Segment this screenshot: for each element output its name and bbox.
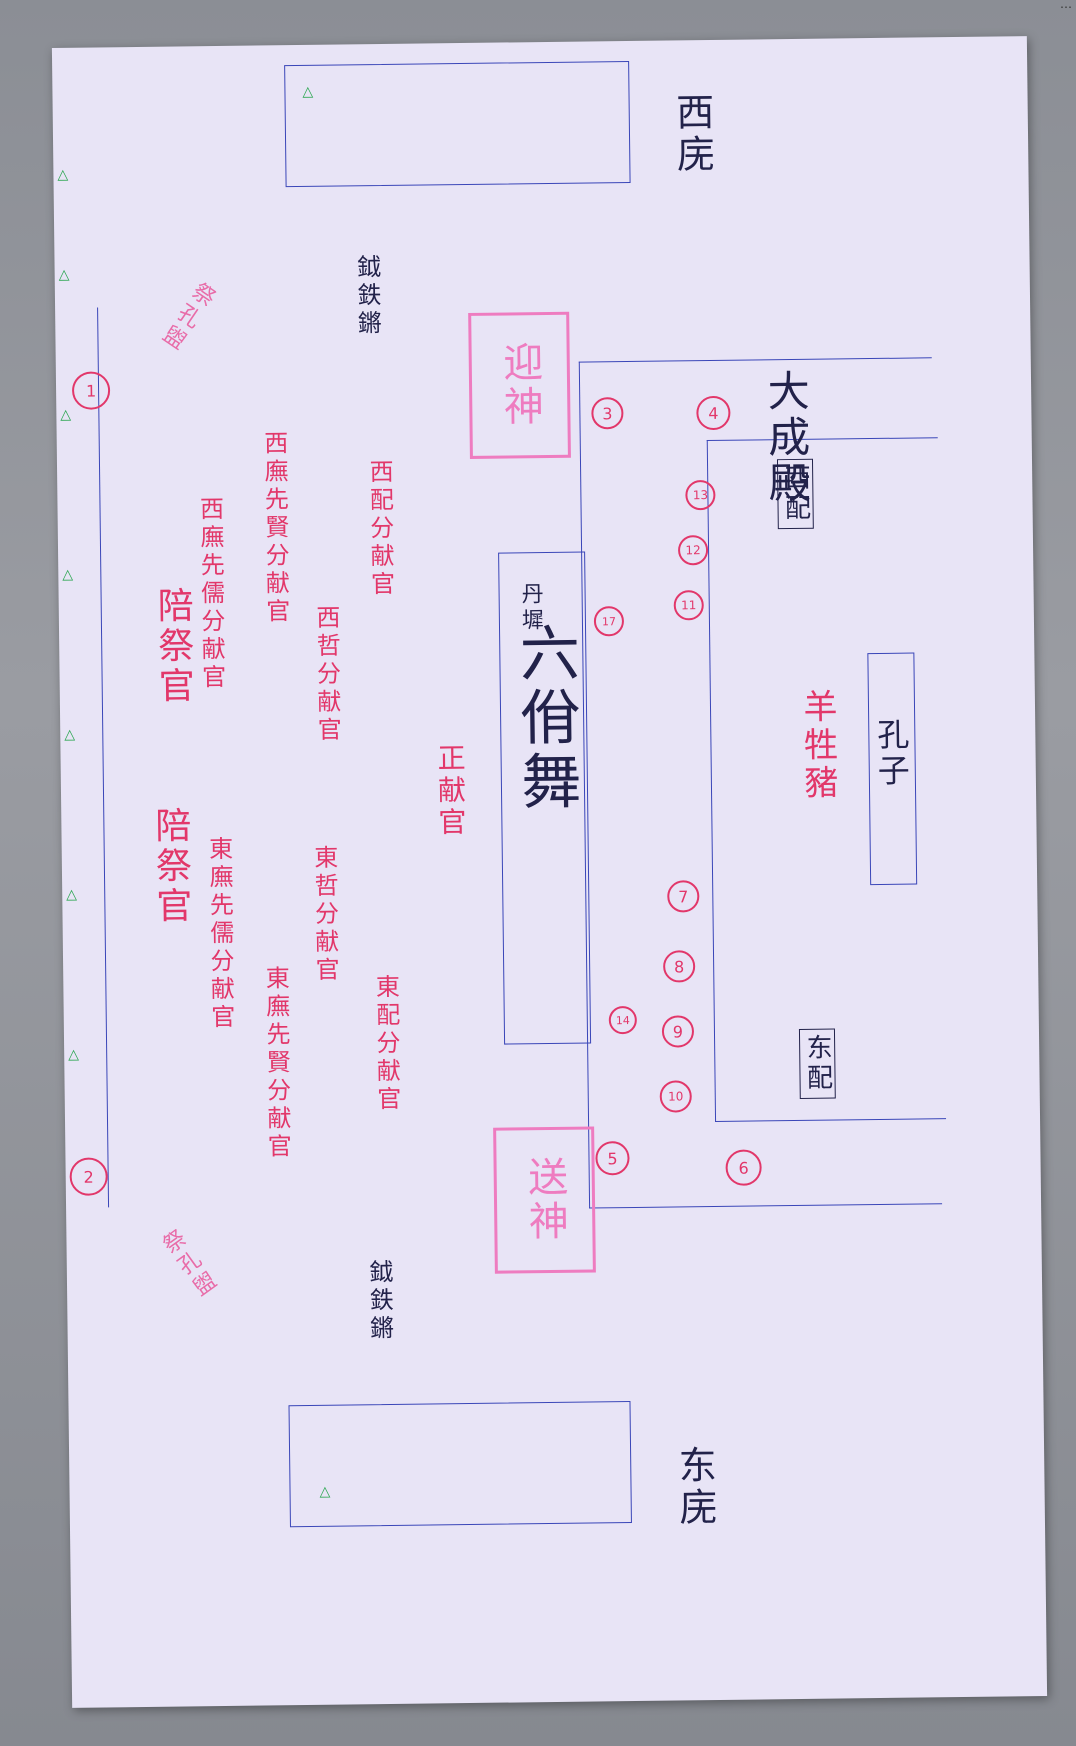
east-zhe-official: 東哲分献官 xyxy=(309,844,340,985)
east-jiguan: 陪祭官 xyxy=(149,806,192,927)
west-pei-label: 西配 xyxy=(776,458,814,530)
circle-9: 9 xyxy=(661,1015,695,1048)
east-corridor-box xyxy=(288,1401,632,1528)
circle-7: 7 xyxy=(667,880,700,913)
bells-top: 鉞鉄鏘 xyxy=(352,254,382,339)
triangle-marker: △ xyxy=(319,1483,331,1500)
guest-label-top: 祭孔盥 xyxy=(154,276,219,355)
paper-sheet: 西庑 东庑 大成殿 六佾舞 丹墀 迎神 送神 祭孔盥 祭孔盥 陪祭官 陪祭官 正… xyxy=(51,36,1048,1708)
west-corridor-label: 西庑 xyxy=(669,91,715,177)
east-ru-official: 東廡先儒分献官 xyxy=(204,835,235,1033)
center-shrine-label: 羊牲豬 xyxy=(796,688,839,803)
triangle-marker: △ xyxy=(66,886,78,903)
west-pei-official: 西配分献官 xyxy=(364,458,395,600)
west-jiguan: 陪祭官 xyxy=(151,586,194,707)
danbi-label: 丹墀 xyxy=(517,582,544,635)
east-xian-official: 東廡先賢分献官 xyxy=(261,965,292,1162)
zheng-xian-guan: 正献官 xyxy=(433,743,468,840)
circle-8: 8 xyxy=(662,950,696,983)
triangle-marker: △ xyxy=(68,1046,80,1063)
triangle-marker: △ xyxy=(62,566,74,583)
circle-10: 10 xyxy=(659,1080,692,1113)
triangle-marker: △ xyxy=(60,406,72,423)
circle-1: 1 xyxy=(71,371,111,410)
bells-bottom: 鉞鉄鏘 xyxy=(364,1258,394,1344)
west-zhe-official: 西哲分献官 xyxy=(311,604,342,745)
east-pei-official: 東配分献官 xyxy=(371,973,401,1115)
circle-17: 17 xyxy=(593,606,625,637)
west-ru-official: 西廡先儒分献官 xyxy=(195,495,226,693)
circle-14: 14 xyxy=(608,1005,637,1035)
east-corridor-label: 东庑 xyxy=(672,1445,718,1530)
triangle-marker: △ xyxy=(57,166,69,183)
corner-mark: ⋯ xyxy=(1060,0,1072,14)
center-dais-label: 六佾舞 xyxy=(508,621,582,815)
west-corridor-box xyxy=(284,60,631,188)
kongzi-label: 孔子 xyxy=(872,717,912,791)
center-seal-top: 迎神 xyxy=(468,311,571,459)
guest-label-bottom: 祭孔盥 xyxy=(155,1226,222,1305)
circle-4: 4 xyxy=(696,395,731,431)
top-left-line xyxy=(57,307,110,1208)
triangle-marker: △ xyxy=(302,83,314,100)
west-xian-official: 西廡先賢分献官 xyxy=(259,430,290,627)
triangle-marker: △ xyxy=(58,266,70,283)
east-pei-label: 东配 xyxy=(798,1028,836,1099)
triangle-marker: △ xyxy=(64,726,76,743)
circle-5: 5 xyxy=(595,1141,630,1176)
center-seal-bottom: 送神 xyxy=(493,1126,596,1274)
